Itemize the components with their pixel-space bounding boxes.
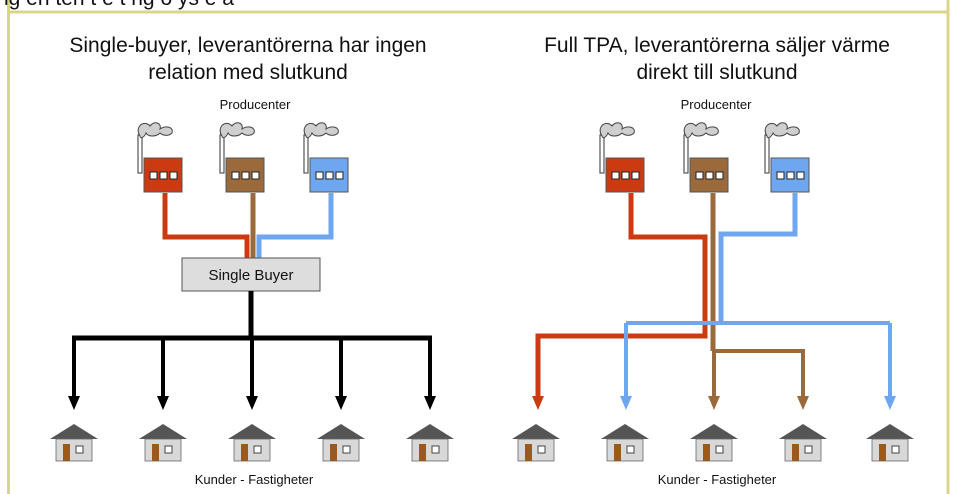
house-icon (49, 423, 99, 462)
arrow-down-icon (68, 396, 80, 410)
factory-icon (764, 122, 810, 193)
factory-icon (137, 122, 183, 193)
left-title-line1: Single-buyer, leverantörerna har ingen (69, 34, 426, 57)
right-customers-label: Kunder - Fastigheter (658, 472, 777, 487)
factory-icon (219, 122, 265, 193)
blue-supply-line (256, 193, 334, 258)
right-producers-label: Producenter (681, 97, 752, 112)
right-panel: Full TPA, leverantörerna säljer värme di… (511, 34, 915, 487)
red-supply-line (162, 193, 250, 258)
arrow-down-icon (424, 396, 436, 410)
single-buyer-box (181, 257, 321, 292)
house-icon (778, 423, 828, 462)
arrow-down-icon (157, 396, 169, 410)
house-icon (511, 423, 561, 462)
house-icon (865, 423, 915, 462)
left-title-line2: relation med slutkund (148, 61, 348, 84)
house-icon (316, 423, 366, 462)
black-branches (68, 338, 436, 410)
left-producers-label: Producenter (220, 97, 291, 112)
arrow-down-icon (532, 396, 544, 410)
arrow-down-icon (620, 396, 632, 410)
arrow-down-icon (797, 396, 809, 410)
factory-icon (303, 122, 349, 193)
house-icon (405, 423, 455, 462)
factory-icon (599, 122, 645, 193)
arrow-down-icon (335, 396, 347, 410)
top-caption: ig en ten t e t ng o ys e a (4, 0, 234, 10)
left-panel: Single-buyer, leverantörerna har ingen r… (49, 34, 455, 487)
right-title-line2: direkt till slutkund (636, 61, 797, 84)
right-title-line1: Full TPA, leverantörerna säljer värme (544, 34, 890, 57)
blue-trunk-line (718, 193, 798, 323)
brown-branch-line (713, 349, 805, 398)
arrow-down-icon (884, 396, 896, 410)
factory-icon (683, 122, 729, 193)
house-icon (227, 423, 277, 462)
arrow-down-icon (708, 396, 720, 410)
single-buyer-label: Single Buyer (208, 267, 293, 284)
house-icon (600, 423, 650, 462)
house-icon (138, 423, 188, 462)
house-icon (689, 423, 739, 462)
left-customers-label: Kunder - Fastigheter (195, 472, 314, 487)
red-route-line (535, 193, 708, 398)
arrow-down-icon (246, 396, 258, 410)
